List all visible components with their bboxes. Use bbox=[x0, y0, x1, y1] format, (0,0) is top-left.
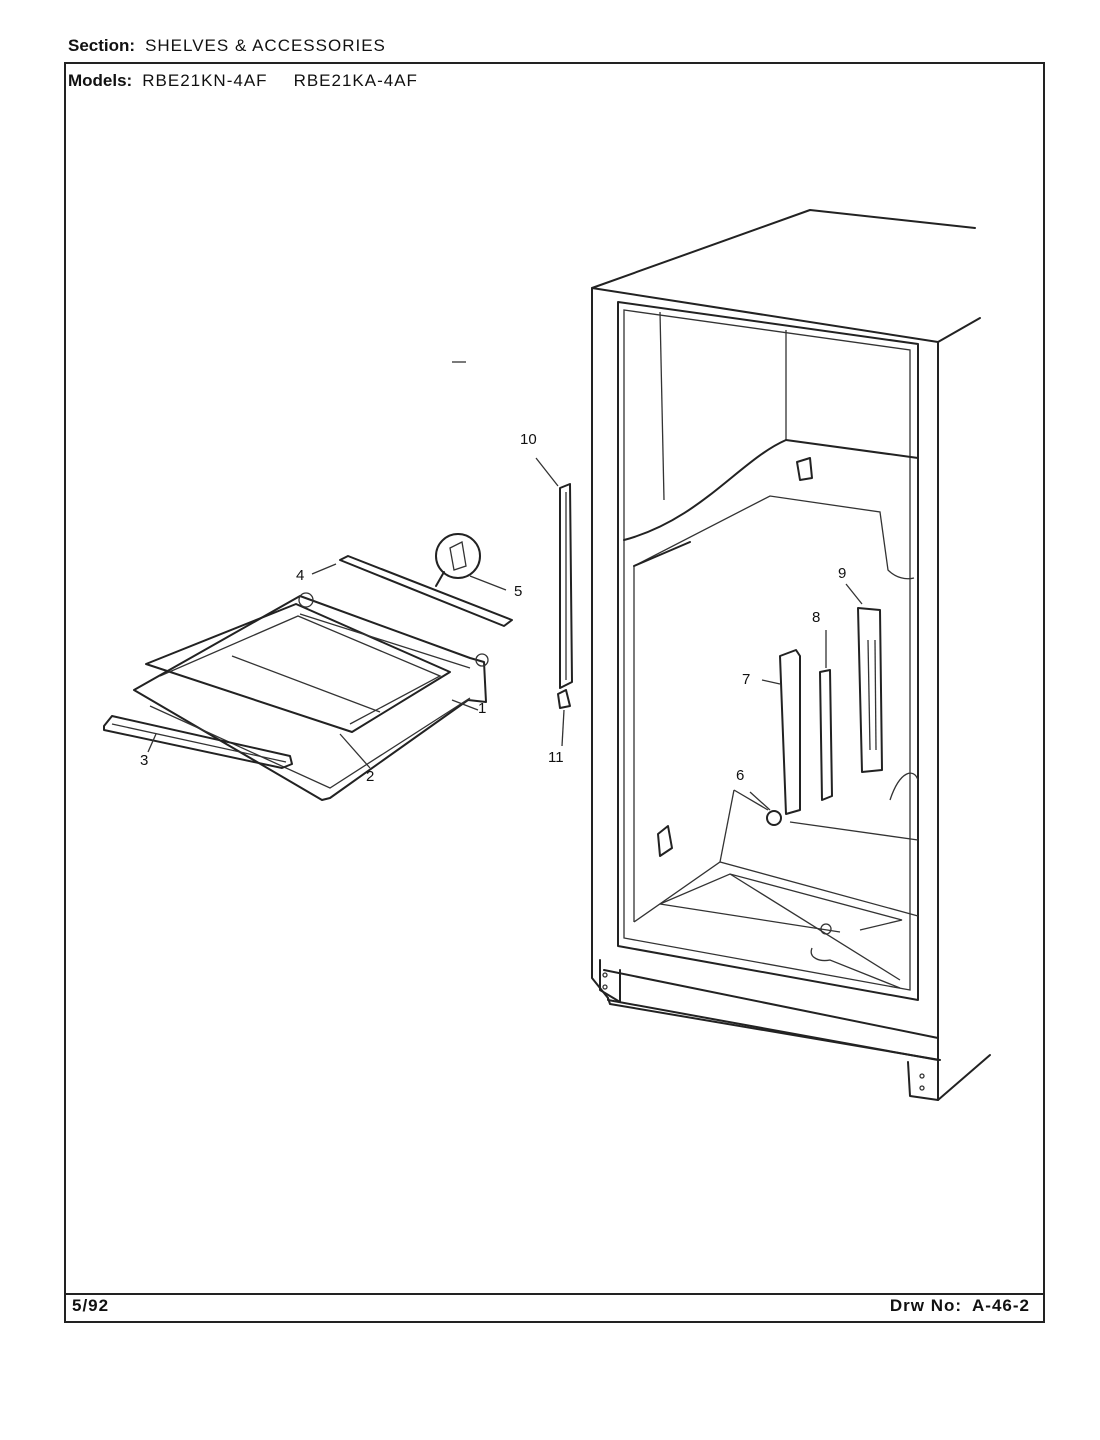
drawing-number: A-46-2 bbox=[972, 1296, 1030, 1315]
revision-date: 5/92 bbox=[72, 1296, 110, 1315]
callout-8: 8 bbox=[812, 609, 820, 626]
callout-9: 9 bbox=[838, 565, 846, 582]
shelf-ladder bbox=[557, 483, 573, 709]
callout-7: 7 bbox=[742, 671, 750, 688]
callout-6: 6 bbox=[736, 767, 744, 784]
callout-3: 3 bbox=[140, 752, 148, 769]
detail-magnifier bbox=[435, 533, 481, 579]
section-heading: Section: SHELVES & ACCESSORIES bbox=[68, 36, 386, 56]
drawing-number-label: Drw No: bbox=[889, 1296, 963, 1315]
callout-10: 10 bbox=[520, 431, 537, 448]
callout-4: 4 bbox=[296, 567, 304, 584]
callout-labels: 1 2 3 4 5 6 7 8 9 10 11 bbox=[140, 431, 846, 785]
drawing-number-block: Drw No: A-46-2 bbox=[890, 1296, 1030, 1316]
callout-5: 5 bbox=[514, 583, 522, 600]
shelf-assembly bbox=[103, 592, 489, 801]
callout-2: 2 bbox=[366, 768, 374, 785]
model-number-2: RBE21KA-4AF bbox=[293, 71, 418, 90]
model-number-1: RBE21KN-4AF bbox=[142, 71, 268, 90]
callout-1: 1 bbox=[478, 700, 486, 717]
callout-11: 11 bbox=[548, 749, 564, 766]
shelf-trim-strip bbox=[339, 533, 513, 627]
section-value: SHELVES & ACCESSORIES bbox=[145, 36, 386, 55]
models-heading: Models: RBE21KN-4AF RBE21KA-4AF bbox=[68, 71, 418, 91]
footer-divider bbox=[64, 1293, 1045, 1295]
refrigerator-cabinet bbox=[591, 209, 991, 1101]
drawing-frame bbox=[64, 62, 1045, 1323]
models-label: Models: bbox=[68, 71, 133, 90]
section-label: Section: bbox=[68, 36, 136, 55]
leader-lines bbox=[147, 361, 863, 811]
